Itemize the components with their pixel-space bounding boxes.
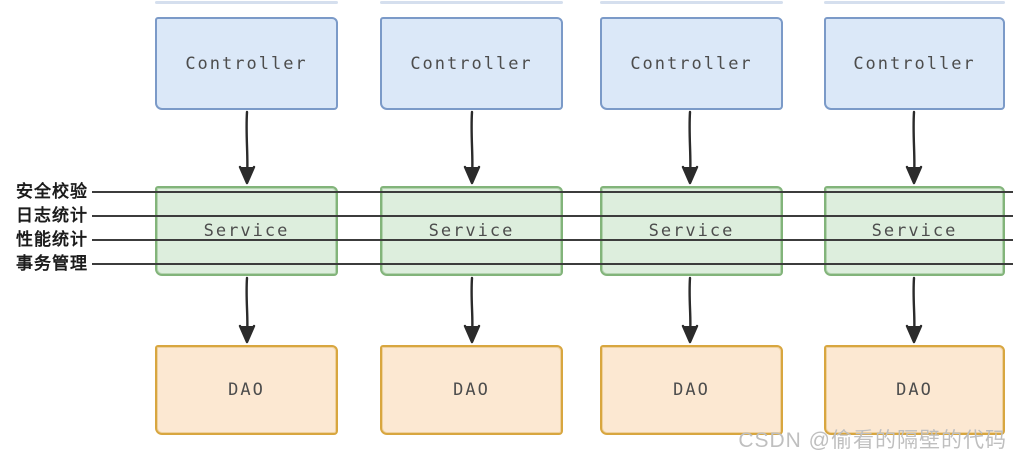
arrowhead-icon: [681, 165, 699, 185]
service-box-1: Service: [155, 186, 338, 276]
arrowhead-icon: [238, 324, 256, 344]
dao-box-1: DAO: [155, 345, 338, 435]
service-label: Service: [203, 221, 290, 241]
arrowhead-icon: [238, 165, 256, 185]
arrowhead-icon: [463, 165, 481, 185]
controller-box-3: Controller: [600, 17, 783, 110]
dao-box-3: DAO: [600, 345, 783, 435]
dao-label: DAO: [453, 380, 490, 400]
arrow-controller-service-1: [245, 110, 249, 178]
arrow-controller-service-4: [912, 110, 916, 178]
controller-box-1: Controller: [155, 17, 338, 110]
cropped-stroke: [600, 1, 783, 4]
service-box-3: Service: [600, 186, 783, 276]
aspect-label-performance: 性能统计: [16, 230, 88, 249]
service-label: Service: [648, 221, 735, 241]
controller-label: Controller: [410, 53, 533, 74]
service-label: Service: [871, 221, 958, 241]
arrowhead-icon: [463, 324, 481, 344]
arrowhead-icon: [905, 324, 923, 344]
cropped-stroke: [155, 1, 338, 4]
arrowhead-icon: [905, 165, 923, 185]
controller-label: Controller: [185, 53, 308, 74]
arrow-controller-service-2: [470, 110, 474, 178]
controller-label: Controller: [630, 53, 753, 74]
service-box-4: Service: [824, 186, 1005, 276]
dao-box-2: DAO: [380, 345, 563, 435]
aspect-line-transaction: [92, 263, 1013, 265]
controller-label: Controller: [853, 53, 976, 74]
controller-box-4: Controller: [824, 17, 1005, 110]
aspect-line-security: [92, 191, 1013, 193]
cropped-stroke: [380, 1, 563, 4]
arrow-controller-service-3: [688, 110, 692, 178]
dao-box-4: DAO: [824, 345, 1005, 435]
aspect-label-logging: 日志统计: [16, 206, 88, 225]
arrowhead-icon: [681, 324, 699, 344]
dao-label: DAO: [228, 380, 265, 400]
cropped-stroke: [824, 1, 1005, 4]
aspect-label-transaction: 事务管理: [16, 254, 88, 273]
aspect-line-logging: [92, 215, 1013, 217]
dao-label: DAO: [673, 380, 710, 400]
watermark: CSDN @偷看的隔壁的代码: [738, 429, 1007, 452]
service-box-2: Service: [380, 186, 563, 276]
controller-box-2: Controller: [380, 17, 563, 110]
service-label: Service: [428, 221, 515, 241]
aspect-label-security: 安全校验: [16, 182, 88, 201]
dao-label: DAO: [896, 380, 933, 400]
aspect-line-performance: [92, 239, 1013, 241]
